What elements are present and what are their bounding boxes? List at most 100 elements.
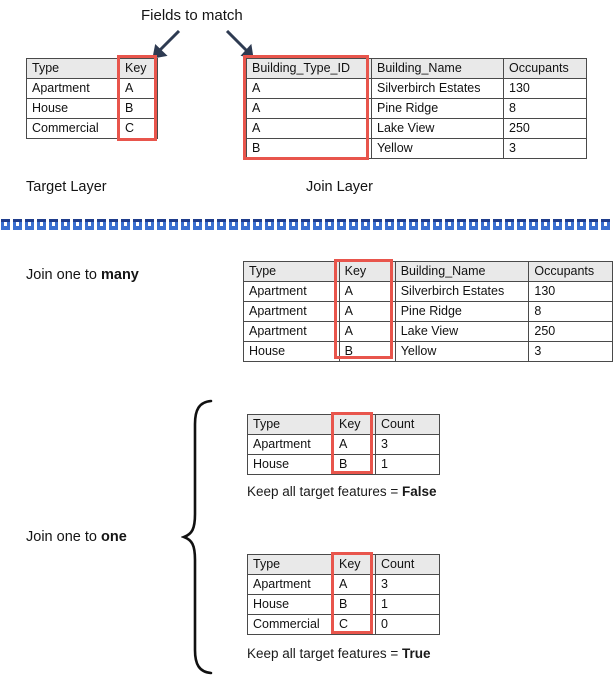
table-row: Apartment A Silverbirch Estates 130 <box>243 281 613 302</box>
cell-count: 3 <box>375 574 440 595</box>
curly-brace-icon <box>181 398 215 676</box>
cell-count: 3 <box>375 434 440 455</box>
cell-type: Apartment <box>243 281 340 302</box>
cell-occupants: 3 <box>528 341 613 362</box>
divider-dash <box>181 219 190 230</box>
cell-type: House <box>243 341 340 362</box>
table-row: Apartment A Pine Ridge 8 <box>243 301 613 322</box>
divider-dash <box>445 219 454 230</box>
column-header-type: Type <box>26 58 120 79</box>
target-layer-table: Type Key Apartment A House B Commercial … <box>26 58 158 139</box>
divider-dash <box>157 219 166 230</box>
one-to-one-true-table-wrapper: Type Key Count Apartment A 3 House B 1 C… <box>247 554 440 635</box>
table-row: A Lake View 250 <box>246 118 587 139</box>
divider-dash <box>217 219 226 230</box>
column-header-building-type-id: Building_Type_ID <box>246 58 372 79</box>
divider-dash <box>61 219 70 230</box>
table-row: A Silverbirch Estates 130 <box>246 78 587 99</box>
keep-all-target-features-true-caption: Keep all target features = True <box>247 647 431 661</box>
column-header-type: Type <box>243 261 340 282</box>
cell-type: House <box>247 594 334 615</box>
table-row: House B 1 <box>247 594 440 615</box>
divider-dash <box>577 219 586 230</box>
column-header-building-name: Building_Name <box>394 261 530 282</box>
cell-occupants: 130 <box>503 78 587 99</box>
cell-building-name: Lake View <box>394 321 530 342</box>
column-header-occupants: Occupants <box>503 58 587 79</box>
divider-dash <box>337 219 346 230</box>
column-header-key: Key <box>338 261 396 282</box>
divider-dash <box>421 219 430 230</box>
divider-dash <box>373 219 382 230</box>
table-header-row: Type Key <box>26 58 158 79</box>
divider-dash <box>505 219 514 230</box>
cell-type: Apartment <box>247 574 334 595</box>
table-row: House B <box>26 98 158 119</box>
cell-occupants: 8 <box>528 301 613 322</box>
cell-building-name: Yellow <box>394 341 530 362</box>
divider-dash <box>325 219 334 230</box>
divider-dash <box>253 219 262 230</box>
join-layer-label: Join Layer <box>306 179 373 195</box>
one-to-many-result-table-wrapper: Type Key Building_Name Occupants Apartme… <box>243 261 613 362</box>
divider-dash <box>313 219 322 230</box>
cell-key: A <box>119 78 158 99</box>
arrow-down-left-icon <box>146 30 182 60</box>
cell-type: House <box>247 454 334 475</box>
table-row: A Pine Ridge 8 <box>246 98 587 119</box>
table-row: House B Yellow 3 <box>243 341 613 362</box>
column-header-type: Type <box>247 554 334 575</box>
divider-dash <box>565 219 574 230</box>
cell-building-type-id: A <box>246 118 372 139</box>
cell-key: A <box>338 301 396 322</box>
keep-false-value: False <box>401 484 437 499</box>
cell-type: Apartment <box>26 78 120 99</box>
keep-false-prefix: Keep all target features = <box>247 484 402 499</box>
cell-building-name: Silverbirch Estates <box>394 281 530 302</box>
target-layer-table-wrapper: Type Key Apartment A House B Commercial … <box>26 58 158 139</box>
table-header-row: Type Key Count <box>247 554 440 575</box>
cell-key: B <box>119 98 158 119</box>
keep-true-value: True <box>401 646 431 661</box>
divider-dash <box>301 219 310 230</box>
divider-dash <box>169 219 178 230</box>
table-row: Apartment A <box>26 78 158 99</box>
table-row: Apartment A Lake View 250 <box>243 321 613 342</box>
join-one-to-one-strong: one <box>100 529 127 545</box>
cell-key: A <box>338 321 396 342</box>
divider-dash <box>121 219 130 230</box>
fields-to-match-label: Fields to match <box>141 7 243 24</box>
keep-all-target-features-false-caption: Keep all target features = False <box>247 485 437 499</box>
cell-building-type-id: A <box>246 98 372 119</box>
divider-dash <box>265 219 274 230</box>
cell-key: A <box>333 434 376 455</box>
column-header-count: Count <box>375 554 440 575</box>
divider-dash <box>49 219 58 230</box>
column-header-key: Key <box>119 58 158 79</box>
cell-count: 1 <box>375 594 440 615</box>
cell-type: Commercial <box>26 118 120 139</box>
cell-key: B <box>338 341 396 362</box>
divider-dash <box>541 219 550 230</box>
column-header-type: Type <box>247 414 334 435</box>
divider-dash <box>397 219 406 230</box>
keep-true-prefix: Keep all target features = <box>247 646 402 661</box>
cell-count: 1 <box>375 454 440 475</box>
cell-building-name: Lake View <box>371 118 504 139</box>
cell-occupants: 8 <box>503 98 587 119</box>
join-one-to-many-label: Join one to many <box>26 268 139 283</box>
divider-dash <box>37 219 46 230</box>
divider-dash <box>13 219 22 230</box>
column-header-building-name: Building_Name <box>371 58 504 79</box>
divider-dash <box>1 219 10 230</box>
table-header-row: Type Key Building_Name Occupants <box>243 261 613 282</box>
arrow-down-right-icon <box>224 30 262 60</box>
divider-dash <box>241 219 250 230</box>
table-header-row: Building_Type_ID Building_Name Occupants <box>246 58 587 79</box>
join-one-to-one-prefix: Join one to <box>26 529 101 545</box>
cell-occupants: 250 <box>528 321 613 342</box>
cell-building-name: Yellow <box>371 138 504 159</box>
divider-dash <box>481 219 490 230</box>
cell-occupants: 130 <box>528 281 613 302</box>
divider-dash <box>229 219 238 230</box>
